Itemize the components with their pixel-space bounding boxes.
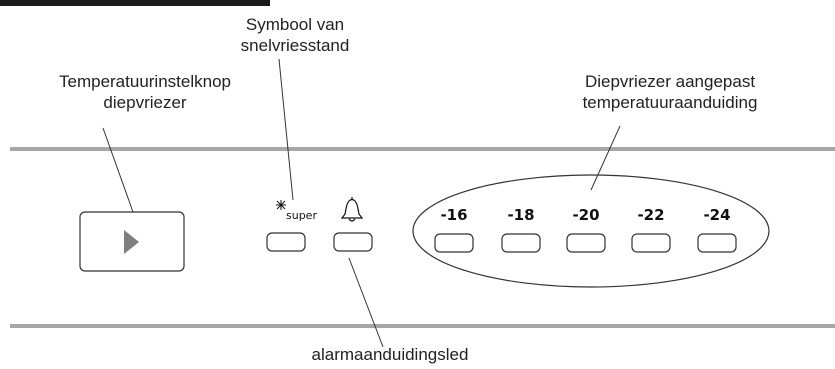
temp-label-18: -18	[507, 206, 534, 224]
temp-button-22[interactable]	[631, 233, 671, 253]
temp-label-16: -16	[440, 206, 467, 224]
temperature-group-outline	[412, 174, 770, 288]
callout-line: temperatuuraanduiding	[582, 93, 758, 112]
callout-alarm-led: alarmaanduidingsled	[280, 344, 500, 365]
callout-line: Symbool van	[245, 15, 345, 34]
temp-label-20: -20	[572, 206, 599, 224]
temp-button-16[interactable]	[434, 233, 474, 253]
play-triangle-icon	[124, 230, 139, 254]
callout-super-freeze-symbol: Symbool van snelvriesstand	[210, 14, 380, 56]
super-label: super	[286, 209, 317, 222]
alarm-led-button[interactable]	[333, 232, 373, 252]
super-freeze-button[interactable]	[266, 232, 306, 252]
temp-label-24: -24	[703, 206, 730, 224]
callout-custom-temperature: Diepvriezer aangepast temperatuuraanduid…	[545, 71, 795, 113]
snowflake-icon	[276, 200, 286, 210]
leader-super-freeze	[278, 58, 294, 201]
callout-temperature-knob: Temperatuurinstelknop diepvriezer	[20, 71, 270, 113]
bell-icon	[340, 197, 364, 222]
callout-line: diepvriezer	[103, 93, 187, 112]
leader-custom-temp	[590, 125, 621, 191]
leader-temp-knob	[102, 127, 134, 213]
callout-line: alarmaanduidingsled	[311, 345, 469, 364]
panel-top-line	[10, 147, 835, 151]
panel-bottom-line	[10, 324, 835, 328]
heading-fragment	[0, 0, 270, 6]
temp-label-22: -22	[637, 206, 664, 224]
temp-button-18[interactable]	[501, 233, 541, 253]
callout-line: Diepvriezer aangepast	[584, 72, 756, 91]
temp-button-20[interactable]	[566, 233, 606, 253]
leader-alarm-led	[348, 257, 384, 348]
callout-line: Temperatuurinstelknop	[59, 72, 231, 91]
callout-line: snelvriesstand	[240, 36, 350, 55]
temp-button-24[interactable]	[697, 233, 737, 253]
